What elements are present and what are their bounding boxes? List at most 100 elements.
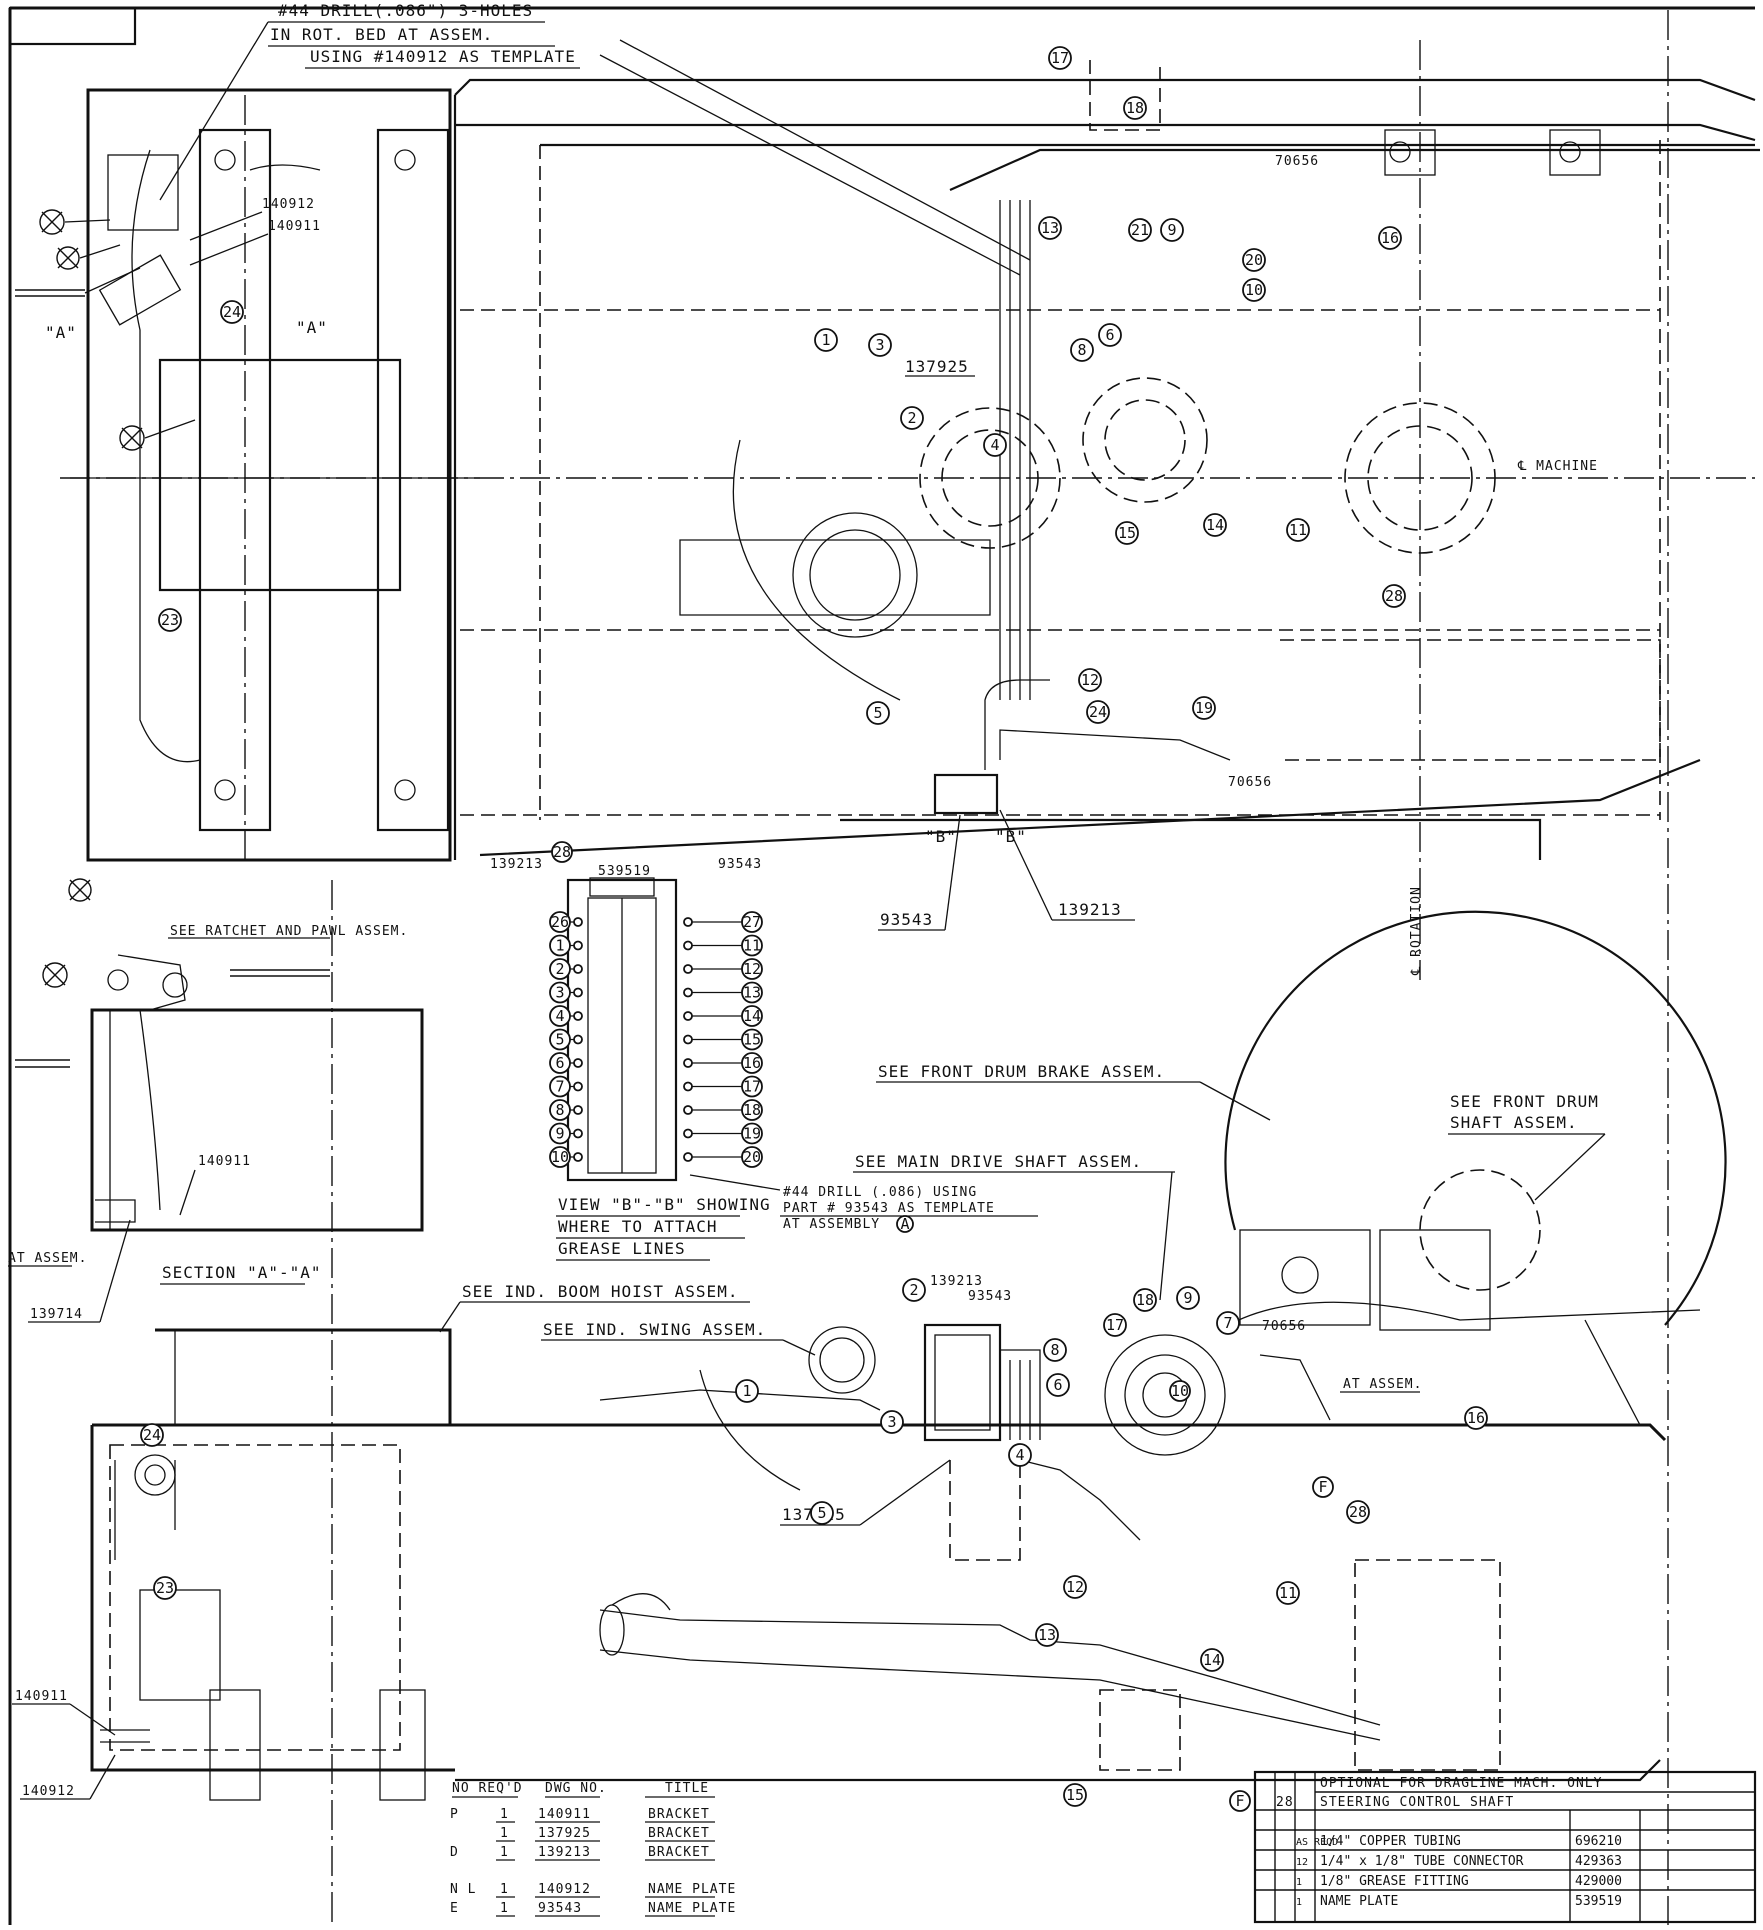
see-main-drive-note: SEE MAIN DRIVE SHAFT ASSEM. [855,1152,1142,1171]
section-a-a-view: 140911 SECTION "A"-"A" AT ASSEM. 139714 … [8,878,424,1925]
drawing-border [8,6,1755,1925]
parts-list-title: NAME PLATE [648,1882,736,1897]
view-b-balloon-label: 11 [743,937,761,955]
main-plan-view: ℄ MACHINE ℄ ROTATION 70656 137925 "B" "B… [60,39,1760,980]
option-row-part: 429363 [1575,1854,1622,1869]
svg-text:24: 24 [143,1426,161,1444]
bottom-label-140911: 140911 [15,1689,68,1704]
see-front-brake-note: SEE FRONT DRUM BRAKE ASSEM. [878,1062,1165,1081]
view-b-balloon: 9 [549,1122,583,1145]
section-b-marker-left: "B" [925,827,957,846]
view-b-balloon-label: 5 [555,1031,564,1049]
view-b-balloon-label: 20 [743,1148,761,1166]
view-b-balloon-label: 7 [555,1078,564,1096]
svg-text:18: 18 [1136,1291,1154,1309]
parts-list-dwg: 140912 [538,1882,591,1897]
view-b-balloon: 6 [549,1052,583,1074]
bottom-at-assem: AT ASSEM. [1343,1377,1422,1392]
svg-text:5: 5 [817,1504,826,1522]
section-b-marker-right: "B" [995,827,1027,846]
option-subtitle: STEERING CONTROL SHAFT [1320,1795,1514,1810]
parts-list-header-qty: NO REQ'D [452,1781,523,1796]
section-a-marker-left: "A" [45,323,77,342]
svg-text:17: 17 [1106,1316,1124,1334]
section-a-at-assem: AT ASSEM. [8,1251,87,1266]
machine-centerline-label: ℄ MACHINE [1517,459,1598,474]
svg-text:28: 28 [553,843,571,861]
svg-text:16: 16 [1381,229,1399,247]
label-140911-top: 140911 [268,219,321,234]
option-row-desc: 1/4" COPPER TUBING [1320,1834,1461,1849]
svg-text:15: 15 [1118,524,1136,542]
view-b-balloon: 16 [683,1052,763,1074]
drill-note-line3: USING #140912 AS TEMPLATE [310,47,576,66]
svg-text:9: 9 [1183,1289,1192,1307]
svg-text:6: 6 [1053,1376,1062,1394]
option-row-qty: AS REQD [1296,1837,1338,1848]
view-b-balloon: 13 [683,981,763,1004]
view-b-drill-line1: #44 DRILL (.086) USING [783,1185,977,1200]
parts-list-mark: E [450,1901,459,1916]
view-b-balloon-label: 1 [555,937,564,955]
label-70656-top: 70656 [1275,154,1319,169]
view-b-balloon-label: 13 [743,984,761,1002]
view-b-balloon-label: 26 [551,913,569,931]
option-row-part: 429000 [1575,1874,1622,1889]
svg-text:28: 28 [1349,1503,1367,1521]
svg-text:23: 23 [161,611,179,629]
view-b-caption-line3: GREASE LINES [558,1239,686,1258]
drill-note-top: #44 DRILL(.086") 3-HOLES IN ROT. BED AT … [159,1,580,201]
see-ratchet-note: SEE RATCHET AND PAWL ASSEM. [170,924,408,939]
svg-text:4: 4 [1015,1446,1024,1464]
view-b-balloon: 19 [683,1122,763,1145]
svg-text:A: A [900,1215,909,1233]
view-b-balloon-label: 4 [555,1007,564,1025]
parts-list-dwg: 139213 [538,1845,591,1860]
parts-list-dwg: 140911 [538,1807,591,1822]
parts-list-header-dwg: DWG NO. [545,1781,607,1796]
svg-text:13: 13 [1041,219,1059,237]
view-b-balloon: 17 [683,1075,763,1098]
option-marker: F [1235,1792,1244,1810]
parts-list-qty: 1 [500,1826,509,1841]
svg-text:20: 20 [1245,251,1263,269]
view-b-balloon: 3 [549,981,583,1004]
section-a-marker-right: "A" [296,318,328,337]
svg-text:10: 10 [1171,1382,1189,1400]
svg-text:2: 2 [909,1281,918,1299]
view-b-balloon-label: 16 [743,1054,761,1072]
rotation-centerline-label: ℄ ROTATION [1409,886,1424,976]
svg-text:1: 1 [742,1382,751,1400]
view-b-balloon: 27 [683,911,763,933]
svg-text:3: 3 [887,1413,896,1431]
view-b-balloon-label: 3 [555,984,564,1002]
parts-list-header-title: TITLE [665,1781,709,1796]
svg-text:9: 9 [1167,221,1176,239]
parts-list-qty: 1 [500,1807,509,1822]
svg-text:4: 4 [990,436,999,454]
option-item-no: 28 [1276,1795,1294,1810]
view-b-balloon-label: 10 [551,1148,569,1166]
parts-list-qty: 1 [500,1882,509,1897]
see-boom-hoist-note: SEE IND. BOOM HOIST ASSEM. [462,1282,738,1301]
section-a-label-139714: 139714 [30,1307,83,1322]
option-row-qty: 1 [1296,1897,1302,1908]
drill-note-line2: IN ROT. BED AT ASSEM. [270,25,493,44]
view-b-balloon-label: 17 [743,1078,761,1096]
option-row-desc: 1/8" GREASE FITTING [1320,1874,1469,1889]
see-front-shaft-note-2: SHAFT ASSEM. [1450,1113,1578,1132]
svg-text:28: 28 [1385,587,1403,605]
option-row-part: 539519 [1575,1894,1622,1909]
parts-list-title: BRACKET [648,1826,710,1841]
label-539519-view-b: 539519 [598,864,651,879]
label-70656-mid: 70656 [1228,775,1272,790]
svg-text:11: 11 [1279,1584,1297,1602]
main-plan-balloons: 17 18 13 21 9 20 16 10 8 6 1 3 2 4 15 14… [158,46,1406,725]
